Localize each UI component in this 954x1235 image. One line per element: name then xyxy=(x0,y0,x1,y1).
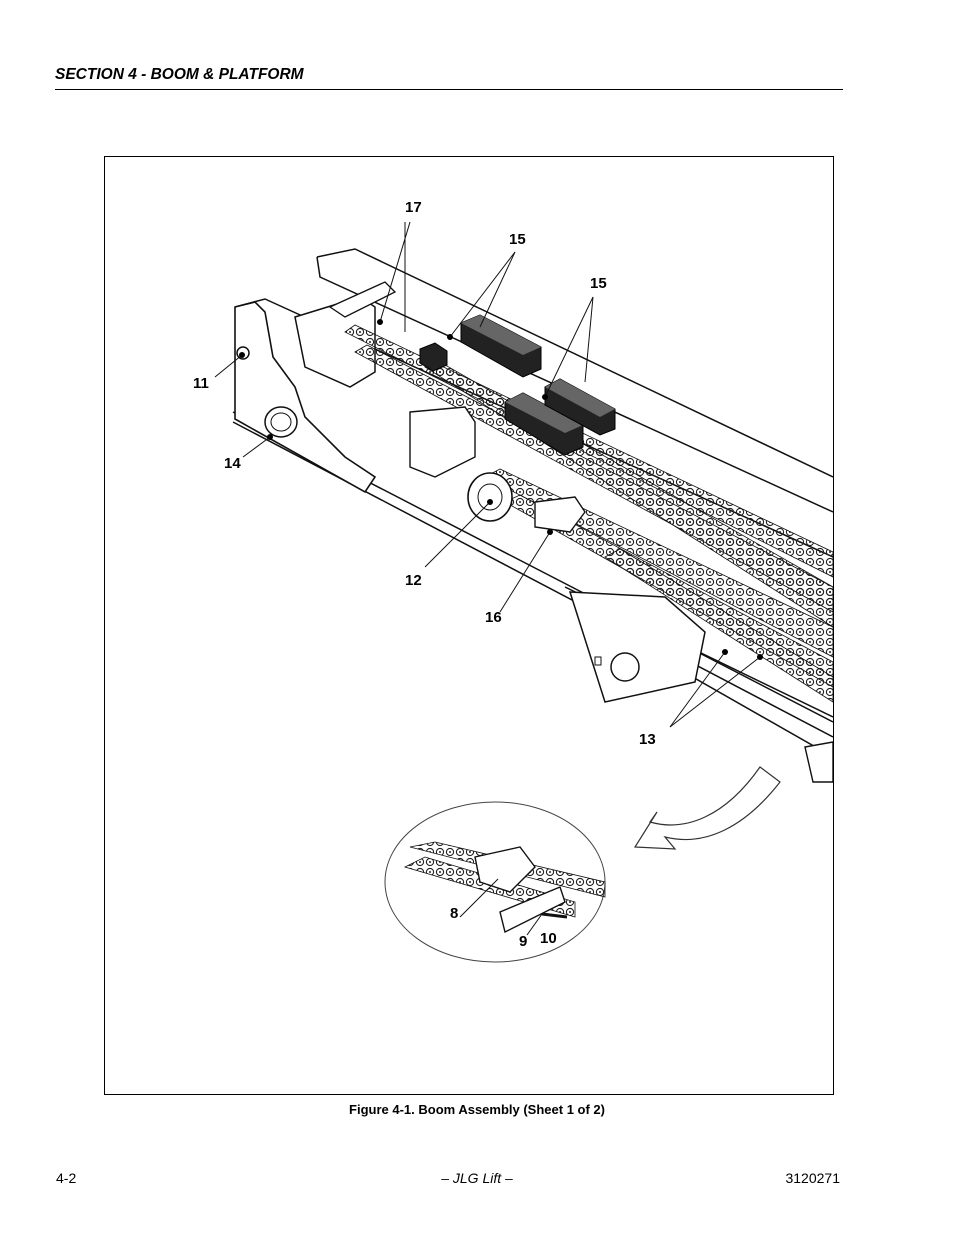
callout-17: 17 xyxy=(405,199,422,216)
figure-caption: Figure 4-1. Boom Assembly (Sheet 1 of 2) xyxy=(349,1102,605,1117)
callout-9: 9 xyxy=(519,933,528,950)
detail-view xyxy=(384,801,606,963)
wear-pads xyxy=(419,314,616,456)
callout-13: 13 xyxy=(639,731,656,748)
doc-number: 3120271 xyxy=(785,1170,840,1186)
leader-lines xyxy=(214,221,761,728)
header-rule xyxy=(55,89,843,90)
callout-8: 8 xyxy=(450,905,459,922)
callout-10: 10 xyxy=(540,930,557,947)
boom-assembly-drawing xyxy=(214,221,833,963)
publisher: – JLG Lift – xyxy=(441,1170,513,1186)
callout-16: 16 xyxy=(485,609,502,626)
callout-12: 12 xyxy=(405,572,422,589)
callout-15-b: 15 xyxy=(590,275,607,292)
lower-plate xyxy=(568,591,706,703)
detail-arrow xyxy=(633,766,781,850)
callout-15: 15 xyxy=(509,231,526,248)
section-header: SECTION 4 - BOOM & PLATFORM xyxy=(55,66,304,83)
sheave xyxy=(467,472,513,522)
end-plate xyxy=(234,301,377,494)
page-number: 4-2 xyxy=(56,1170,77,1186)
boom-assembly-figure: 17 15 15 11 14 12 16 13 8 9 10 xyxy=(104,156,834,1095)
callout-14: 14 xyxy=(224,455,241,472)
pivot-pin xyxy=(264,406,298,438)
callout-11: 11 xyxy=(193,375,209,392)
sheave-bracket xyxy=(409,406,476,478)
